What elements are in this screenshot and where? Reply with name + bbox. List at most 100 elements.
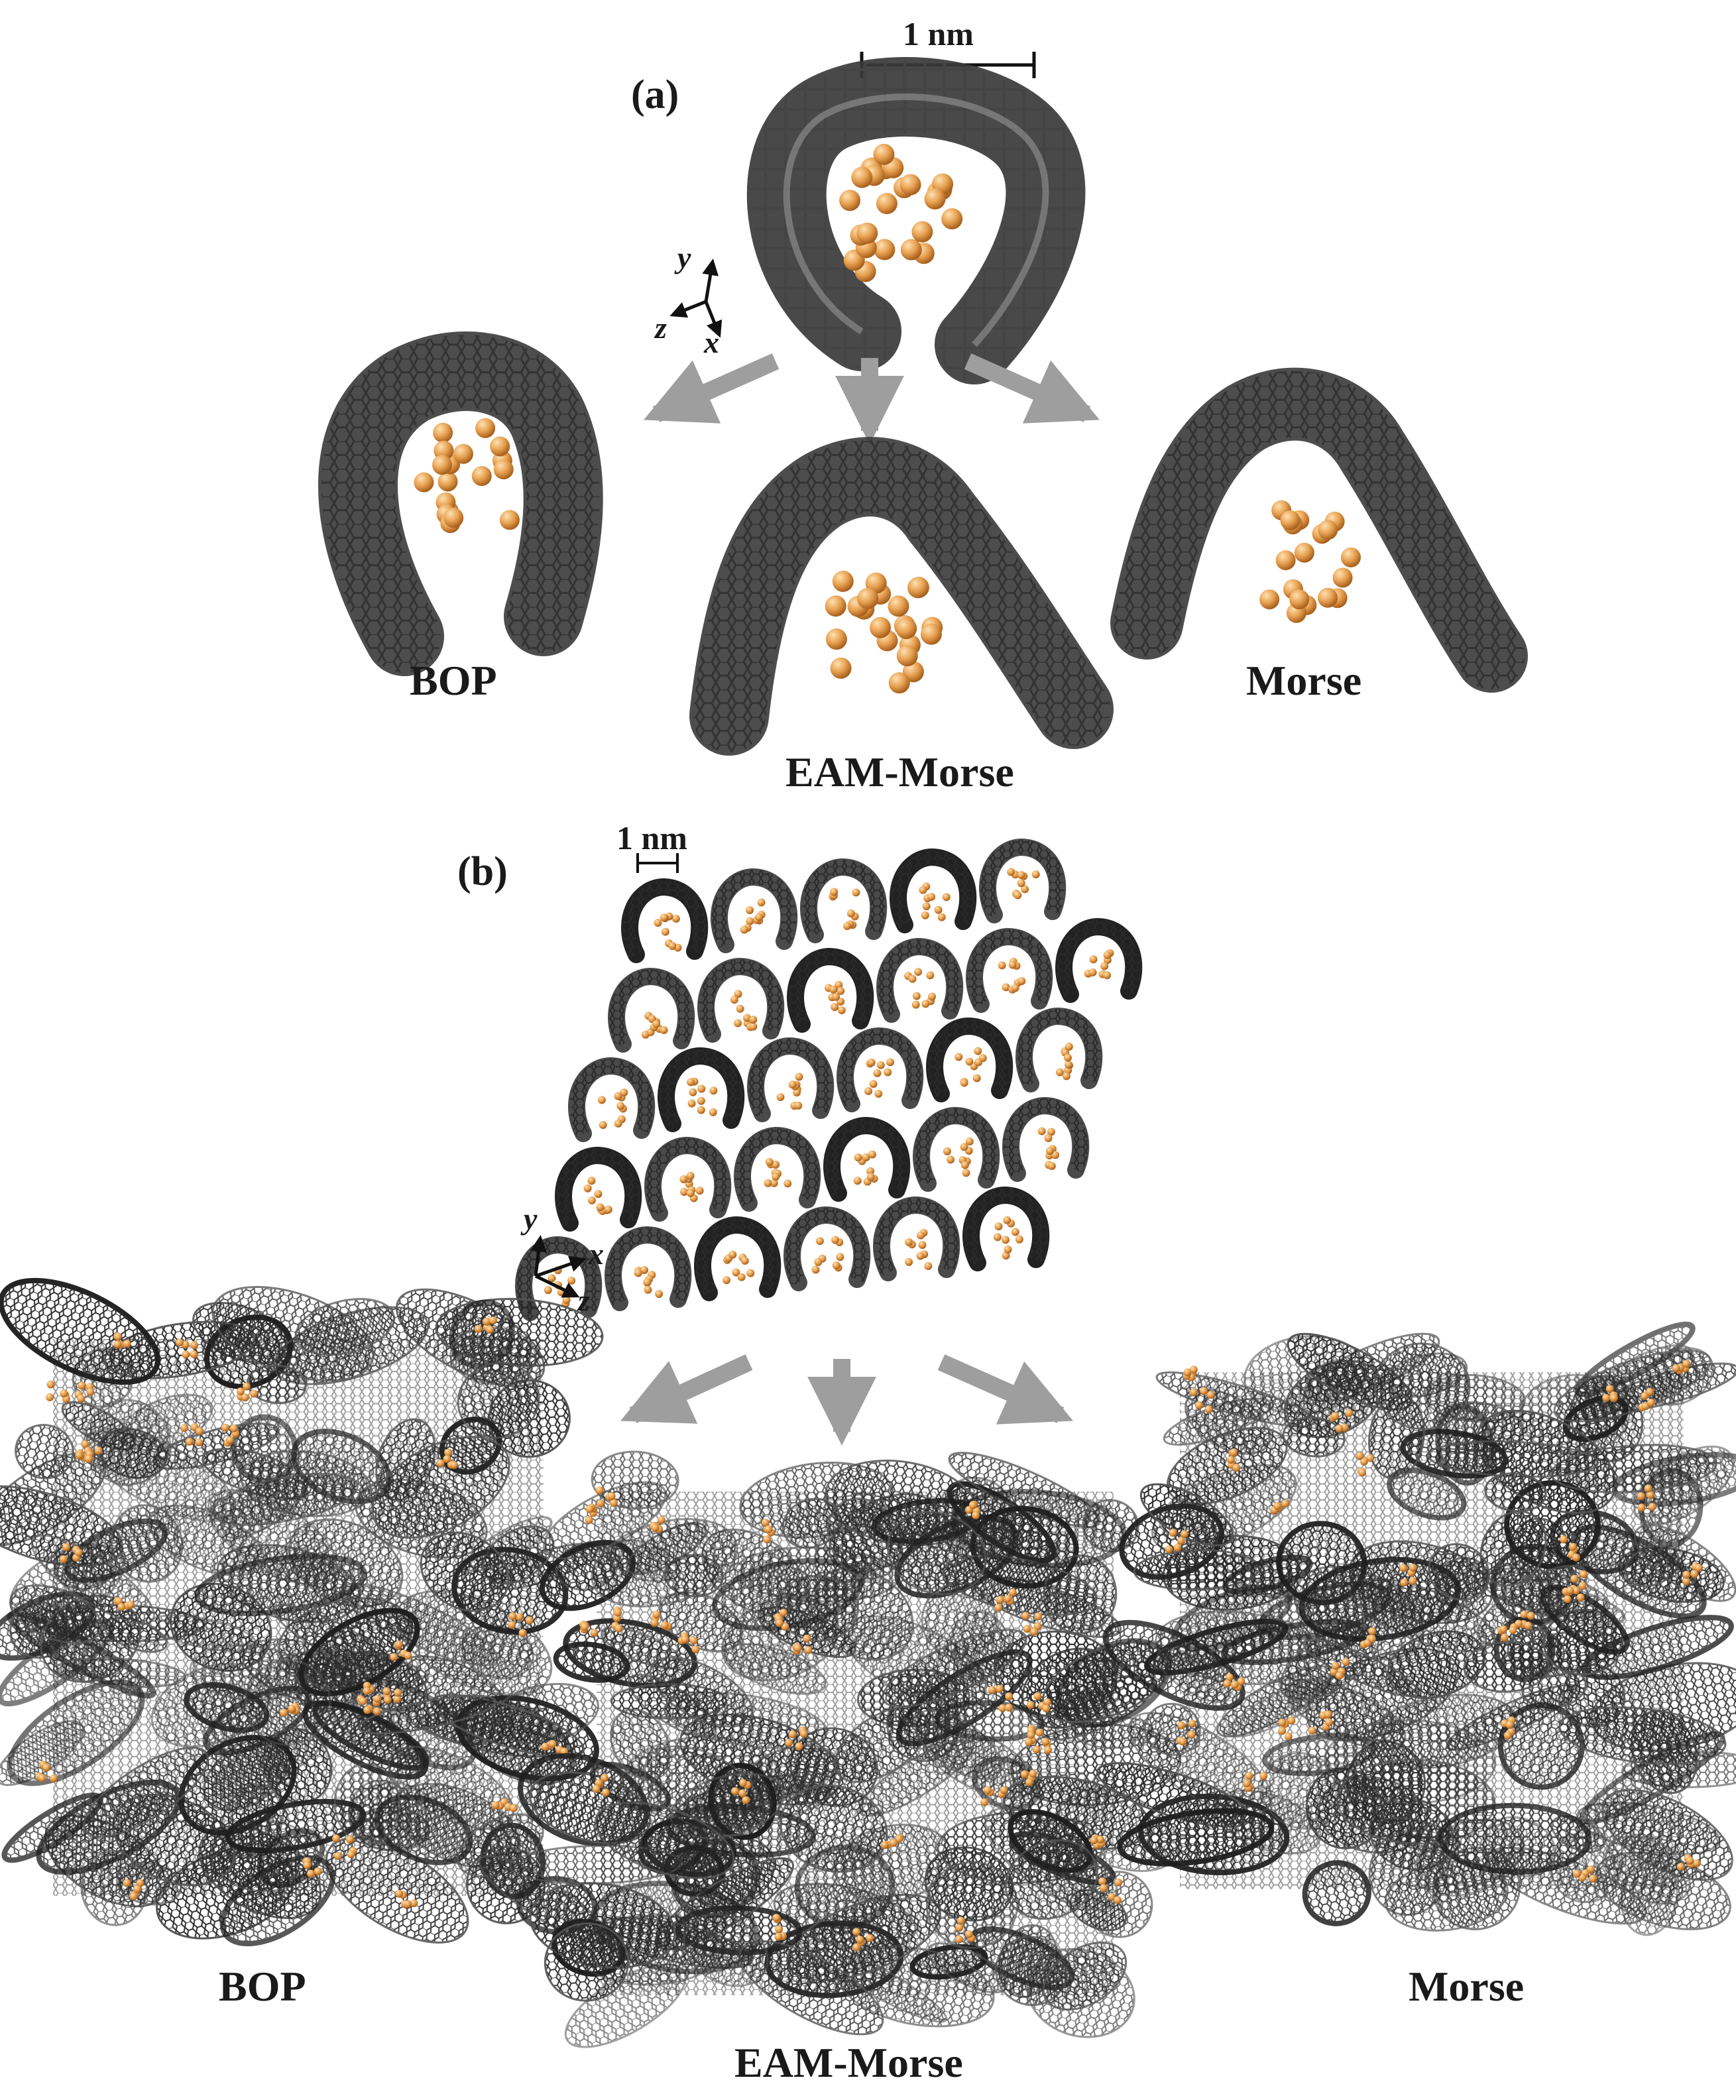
metal-atom	[1345, 1409, 1354, 1417]
metal-atom	[236, 1387, 245, 1396]
metal-atom	[1694, 1564, 1703, 1572]
metal-atom	[548, 1274, 556, 1283]
metal-atom	[443, 508, 464, 528]
metal-atom	[85, 1454, 93, 1463]
metal-atom	[941, 208, 963, 230]
metal-atom	[62, 1543, 71, 1551]
metal-atom	[919, 886, 927, 894]
metal-atom	[609, 1499, 618, 1507]
graphene-fragment	[0, 1277, 160, 1385]
metal-atom	[772, 1914, 781, 1922]
metal-atom	[493, 459, 514, 480]
nanotube-lattice	[914, 1108, 999, 1187]
metal-atom	[1278, 1718, 1287, 1727]
metal-atom	[1017, 879, 1025, 888]
metal-atom	[896, 618, 917, 640]
metal-atom	[1360, 1457, 1368, 1466]
metal-atom	[1515, 1619, 1523, 1628]
graphene-fragment	[1373, 1342, 1471, 1430]
metal-atom	[1165, 1545, 1173, 1554]
metal-atom	[363, 1706, 372, 1714]
metal-atom	[1114, 1896, 1122, 1904]
metal-atom	[1099, 1884, 1108, 1893]
metal-atom	[1020, 1770, 1029, 1779]
metal-atom	[185, 1437, 194, 1446]
metal-atom	[1331, 1412, 1340, 1421]
metal-atom	[734, 1019, 742, 1027]
metal-atom	[964, 1930, 973, 1938]
metal-atom	[960, 1161, 969, 1169]
model-label-morse-a: Morse	[1246, 657, 1362, 704]
metal-atom	[432, 455, 452, 475]
metal-atom	[403, 1900, 412, 1908]
graphene-fragment	[649, 1656, 754, 1727]
metal-atom	[123, 1340, 131, 1348]
graphene-fragment	[1479, 1510, 1547, 1587]
axis-label-y-b: y	[524, 1202, 538, 1236]
metal-atom	[1237, 1677, 1245, 1686]
metal-atom	[911, 221, 933, 243]
metal-atom	[988, 1686, 996, 1694]
nanotube-lattice	[785, 1207, 870, 1286]
metal-atom	[746, 917, 754, 925]
metal-atom	[785, 1739, 793, 1747]
metal-atom	[1342, 1658, 1350, 1666]
metal-atom	[740, 925, 748, 934]
graphene-fragment	[84, 1399, 171, 1486]
metal-atom	[888, 595, 909, 617]
panel-label-a: (a)	[631, 72, 679, 117]
metal-atom	[195, 1438, 203, 1446]
metal-atom	[1500, 1633, 1509, 1642]
metal-atom	[856, 222, 878, 244]
metal-atom	[911, 1000, 920, 1009]
metal-atom	[544, 1286, 552, 1295]
metal-atom	[1027, 1731, 1035, 1739]
metal-atom	[686, 1189, 695, 1197]
metal-atom	[1605, 1385, 1614, 1393]
metal-atom	[1055, 1068, 1064, 1077]
metal-atom	[937, 913, 946, 921]
metal-atom	[390, 1653, 398, 1661]
metal-atom	[94, 1446, 103, 1455]
metal-atom	[587, 1177, 596, 1185]
metal-atom	[604, 1205, 612, 1214]
graphene-fragment	[1386, 1468, 1467, 1521]
metal-atom	[1200, 1387, 1208, 1395]
nanotube-lattice	[964, 1187, 1049, 1266]
metal-atom	[75, 1451, 84, 1460]
metal-atom	[1011, 1228, 1019, 1236]
axis-label-x-b: x	[589, 1237, 604, 1271]
metal-atom	[942, 893, 951, 902]
metal-atom	[1206, 1391, 1215, 1399]
model-label-eam-morse-a: EAM-Morse	[785, 748, 1014, 795]
metal-atom	[1031, 870, 1040, 879]
metal-atom	[1034, 1612, 1043, 1621]
metal-atom	[241, 1393, 249, 1402]
metal-atom	[1318, 520, 1338, 540]
metal-atom	[697, 1084, 706, 1093]
metal-atom	[1017, 977, 1026, 986]
graphene-fragment	[1117, 1808, 1275, 1867]
metal-atom	[1409, 1577, 1417, 1586]
metal-atom	[1008, 1588, 1017, 1597]
metal-atom	[541, 1743, 550, 1751]
metal-atom	[596, 1203, 605, 1212]
metal-atom	[614, 1092, 622, 1100]
axes-triad-a	[669, 259, 723, 338]
graphene-fragment	[83, 1746, 209, 1838]
graphene-fragment	[1484, 1472, 1547, 1513]
metal-atom	[793, 1088, 801, 1097]
metal-atom	[1230, 1448, 1238, 1457]
metal-atom	[508, 1612, 517, 1621]
metal-atom	[825, 628, 847, 650]
metal-atom	[475, 418, 496, 438]
metal-atom	[1033, 1692, 1042, 1700]
initial-nanotube-a	[746, 57, 1086, 384]
metal-atom	[1194, 1401, 1203, 1409]
metal-atom	[1179, 1737, 1187, 1746]
metal-atom	[709, 1108, 717, 1116]
metal-atom	[1011, 984, 1019, 992]
metal-atom	[832, 1261, 840, 1269]
metal-atom	[595, 1779, 603, 1787]
metal-atom	[592, 1784, 601, 1793]
